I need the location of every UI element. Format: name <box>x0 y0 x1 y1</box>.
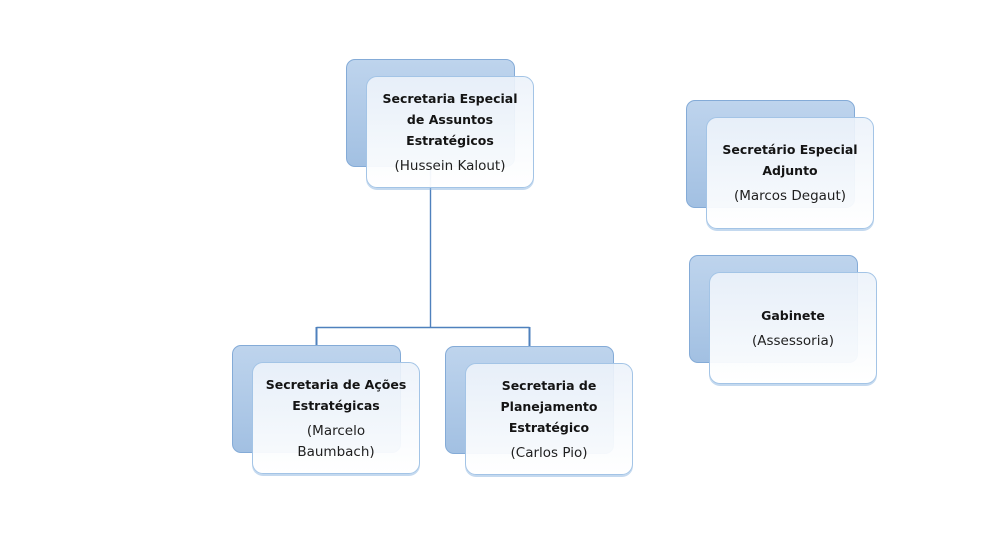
node-card: Secretaria de Ações Estratégicas (Marcel… <box>252 362 420 474</box>
node-person: (Marcos Degaut) <box>733 188 847 204</box>
node-person: (Marcelo Baumbach) <box>297 422 375 460</box>
node-title: Secretaria Especial de Assuntos Estratég… <box>382 90 518 148</box>
node-title: Secretaria de Ações Estratégicas <box>265 376 407 413</box>
node-person: (Hussein Kalout) <box>394 157 506 174</box>
node-person: (Carlos Pio) <box>510 444 588 461</box>
node-title: Gabinete <box>761 307 825 323</box>
node-card: Secretário Especial Adjunto (Marcos Dega… <box>706 117 874 229</box>
org-node-gabinete: Gabinete (Assessoria) <box>689 255 879 385</box>
org-node-secretario-adjunto: Secretário Especial Adjunto (Marcos Dega… <box>686 100 876 230</box>
org-node-acoes-estrategicas: Secretaria de Ações Estratégicas (Marcel… <box>232 345 422 475</box>
node-person: (Assessoria) <box>751 332 835 349</box>
org-node-secretaria-especial: Secretaria Especial de Assuntos Estratég… <box>346 59 536 189</box>
node-title: Secretário Especial Adjunto <box>722 142 858 178</box>
org-node-planejamento-estrategico: Secretaria de Planejamento Estratégico (… <box>445 346 635 476</box>
node-card: Secretaria Especial de Assuntos Estratég… <box>366 76 534 188</box>
node-card: Gabinete (Assessoria) <box>709 272 877 384</box>
node-title: Secretaria de Planejamento Estratégico <box>500 377 598 435</box>
node-card: Secretaria de Planejamento Estratégico (… <box>465 363 633 475</box>
